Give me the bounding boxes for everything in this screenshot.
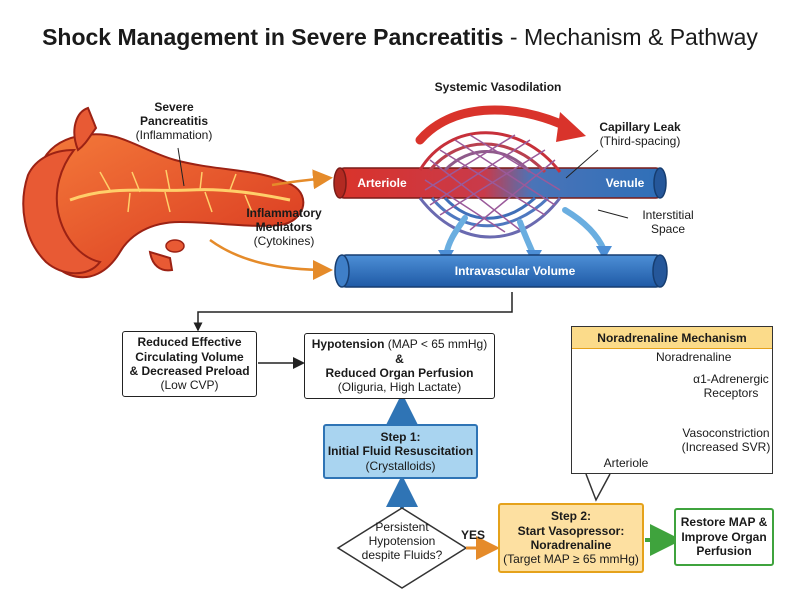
restore-line2: Improve Organ <box>681 529 767 544</box>
reduced-line1: Reduced Effective <box>137 335 242 350</box>
step1-sub: (Crystalloids) <box>365 458 436 473</box>
mediators-line2: Mediators <box>255 220 313 235</box>
interstitial-line2: Space <box>650 222 686 237</box>
arrow-to-arteriole <box>271 169 333 190</box>
hypotension-threshold: (MAP < 65 mmHg) <box>384 337 488 352</box>
decision-diamond <box>336 507 468 589</box>
arteriole-venule-vessel <box>333 167 667 199</box>
step2-target: (Target MAP ≥ 65 mmHg) <box>503 552 639 567</box>
capillary-network <box>418 131 562 239</box>
vasoconstriction-label: Vasoconstriction (Increased SVR) <box>680 426 772 454</box>
mediators-label: Inflammatory Mediators (Cytokines) <box>232 206 336 248</box>
intravascular-volume-label: Intravascular Volume <box>454 264 576 278</box>
connector-intravascular-to-reduced <box>193 292 513 332</box>
decision-line3: despite Fluids? <box>361 547 443 562</box>
step1-title: Initial Fluid Resuscitation <box>327 444 474 459</box>
decision-line2: Hypotension <box>368 533 436 548</box>
interstitial-label: Interstitial Space <box>628 208 708 236</box>
restore-box: Restore MAP & Improve Organ Perfusion <box>674 508 774 566</box>
decision-line1: Persistent <box>375 520 429 534</box>
vasoconstriction-line2: (Increased SVR) <box>681 440 771 455</box>
capillary-leak-label: Capillary Leak (Third-spacing) <box>585 120 695 148</box>
yes-label: YES <box>460 528 485 542</box>
systemic-vasodilation-label: Systemic Vasodilation <box>434 80 562 94</box>
interstitial-line1: Interstitial <box>642 208 694 222</box>
arteriole-label: Arteriole <box>357 176 407 190</box>
intravascular-vessel <box>334 254 668 288</box>
panel-arteriole-label: Arteriole <box>603 456 649 470</box>
page-title: Shock Management in Severe Pancreatitis … <box>42 24 758 50</box>
reduced-line2: Circulating Volume <box>135 349 244 364</box>
restore-line1: Restore MAP & <box>680 515 768 530</box>
capillary-leak-sub: (Third-spacing) <box>599 134 681 149</box>
organ-perfusion-sub: (Oliguria, High Lactate) <box>337 380 462 395</box>
step1-box: Step 1: Initial Fluid Resuscitation (Cry… <box>323 424 478 479</box>
pancreas-label-line1: Severe <box>154 100 194 114</box>
step1-label: Step 1: <box>380 429 421 444</box>
hypotension-box: Hypotension (MAP < 65 mmHg) & Reduced Or… <box>304 333 495 399</box>
vasodilation-arrowhead <box>556 112 586 142</box>
mediators-sub: (Cytokines) <box>253 234 315 249</box>
mediators-line1: Inflammatory <box>246 206 322 220</box>
reduced-volume-box: Reduced Effective Circulating Volume & D… <box>122 331 257 397</box>
reduced-sub: (Low CVP) <box>160 378 219 393</box>
vasodilation-arch <box>415 105 575 145</box>
hypotension-title: Hypotension <box>311 337 385 352</box>
restore-line3: Perfusion <box>696 544 752 559</box>
pancreas-label-sub: (Inflammation) <box>135 128 213 143</box>
receptor-line1: α1-Adrenergic <box>693 372 769 386</box>
step2-drug: Noradrenaline <box>530 538 612 552</box>
step2-title: Start Vasopressor: <box>517 523 625 538</box>
receptor-label: α1-Adrenergic Receptors <box>690 372 772 400</box>
panel-callout-tail <box>585 473 611 502</box>
noradrenaline-panel: Noradrenaline Mechanism <box>571 326 773 474</box>
organ-perfusion-title: Reduced Organ Perfusion <box>325 366 474 380</box>
interstitial-pointer <box>597 209 629 219</box>
pancreas-illustration <box>22 106 305 279</box>
step2-box: Step 2: Start Vasopressor: Noradrenaline… <box>498 503 644 573</box>
venule-label: Venule <box>605 176 645 190</box>
noradrenaline-drug-label: Noradrenaline <box>656 350 732 364</box>
capillary-leak-title: Capillary Leak <box>599 120 681 134</box>
noradrenaline-panel-title: Noradrenaline Mechanism <box>572 327 772 349</box>
arrow-to-intravascular <box>209 238 333 280</box>
receptor-line2: Receptors <box>703 386 759 401</box>
reduced-line3: & Decreased Preload <box>129 364 250 378</box>
vasoconstriction-line1: Vasoconstriction <box>682 426 770 440</box>
capillary-leak-pointer <box>565 149 599 179</box>
decision-text: Persistent Hypotension despite Fluids? <box>350 520 454 562</box>
pancreas-label: Severe Pancreatitis (Inflammation) <box>124 100 224 142</box>
step2-label: Step 2: <box>550 509 591 524</box>
hypotension-ampersand: & <box>395 351 404 366</box>
pancreas-label-line2: Pancreatitis <box>139 114 209 129</box>
